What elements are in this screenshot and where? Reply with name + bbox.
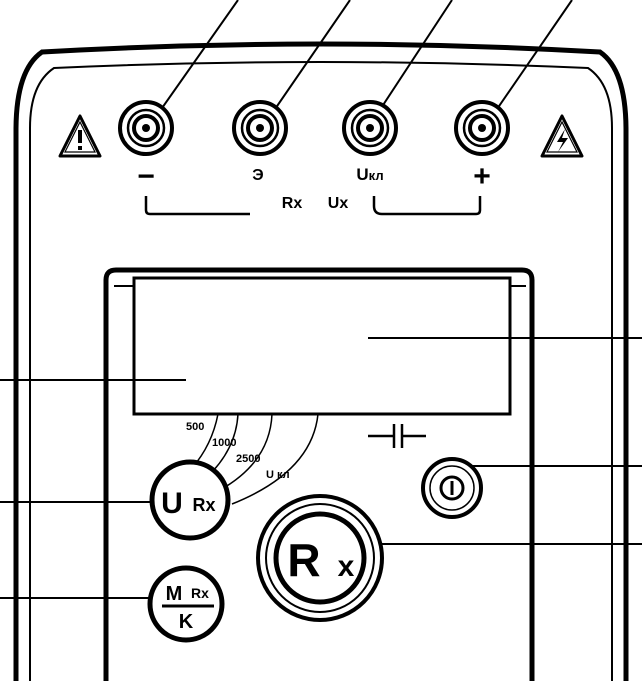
power-button[interactable] (421, 457, 483, 519)
memory-mode-button[interactable]: M Rx K (147, 565, 225, 643)
scale-arc-ukl (231, 413, 319, 505)
bracket-label-rx: Rx (282, 195, 303, 212)
scale-label-1000: 1000 (212, 437, 236, 449)
mode-button-rx: Rx (191, 585, 209, 601)
mode-button-k: K (179, 611, 194, 633)
measure-button-sub: x (338, 550, 355, 583)
capacitor-icon (368, 424, 426, 448)
high-voltage-icon (540, 114, 584, 158)
terminal-minus-jack[interactable] (118, 100, 174, 156)
scale-arc-2500 (219, 413, 273, 491)
terminal-screen-jack[interactable] (232, 100, 288, 156)
power-icon (439, 475, 465, 501)
mode-button-m: M (166, 583, 183, 605)
bracket-label-ux: Ux (328, 195, 349, 212)
terminal-ukl-jack[interactable] (342, 100, 398, 156)
lcd-display (132, 276, 512, 416)
scale-label-2500: 2500 (236, 453, 260, 465)
terminal-ukl-subscript: кл (369, 168, 384, 183)
terminal-ukl-letter: U (356, 165, 368, 184)
voltage-button-letter: U (161, 487, 183, 520)
warning-triangle-icon (58, 114, 102, 158)
measure-rx-button[interactable]: R x (256, 494, 384, 622)
measure-button-letter: R (287, 534, 320, 586)
voltage-select-button[interactable]: U Rx (149, 459, 231, 541)
device-housing-inner (29, 61, 613, 681)
display-bezel (103, 267, 535, 681)
terminal-plus-label: + (473, 160, 491, 193)
terminal-minus-label: − (137, 160, 155, 193)
terminal-bracket (144, 196, 482, 216)
terminal-screen-label: Э (252, 167, 263, 184)
voltage-button-sub: Rx (192, 495, 215, 515)
scale-label-500: 500 (186, 421, 204, 433)
scale-label-ukl: U кл (266, 469, 290, 481)
terminal-ukl-label: Uкл (356, 165, 383, 184)
terminal-plus-jack[interactable] (454, 100, 510, 156)
